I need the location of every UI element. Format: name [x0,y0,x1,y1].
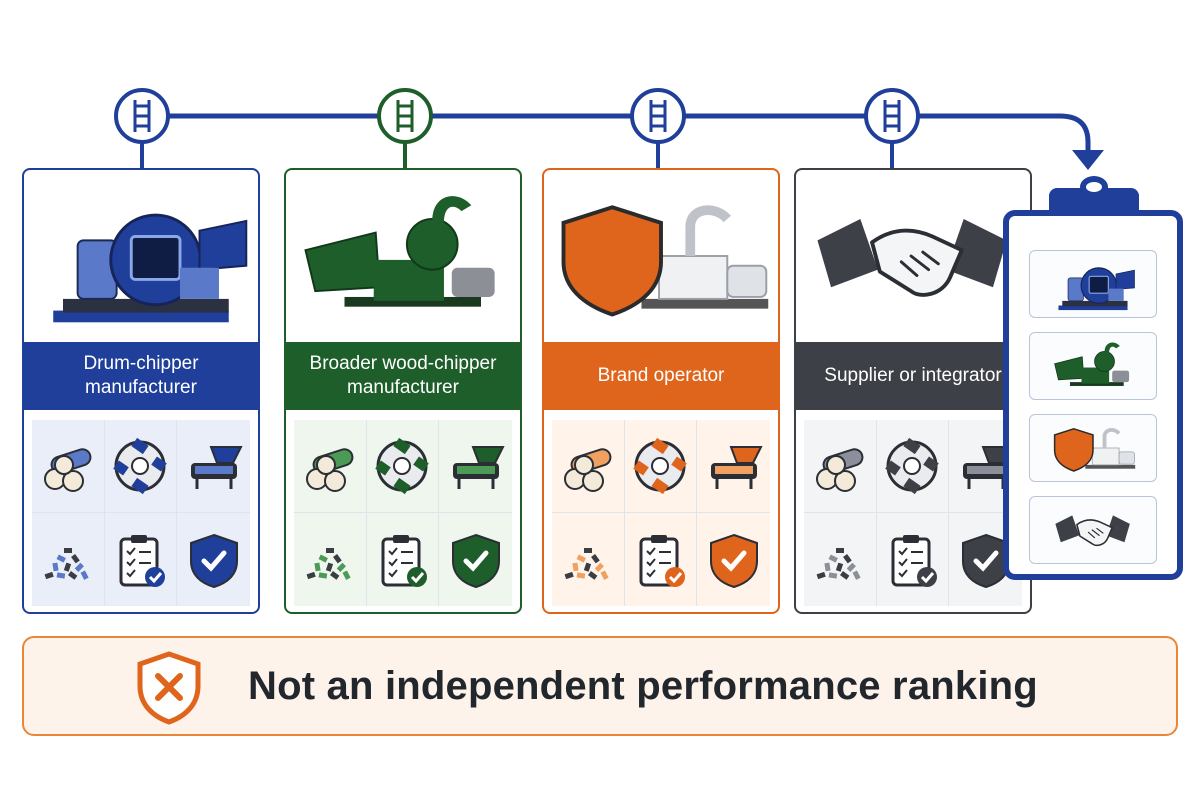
handshake-icon [796,170,1030,342]
shield-check-icon [949,513,1022,606]
chipper-blade-disc-icon [624,420,698,513]
card-label: Brand operator [544,342,778,410]
disclaimer-text: Not an independent performance ranking [248,663,1038,708]
wood-chips-pile-icon [804,513,877,606]
role-card-green: Broader wood-chipper manufacturer [284,168,522,614]
clipboard-item-shield-machine-icon [1029,414,1157,482]
logs-icon [552,420,625,513]
checklist-clipboard-icon [105,513,178,606]
card-icon-grid [804,420,1022,606]
ladder-icon [114,88,170,144]
card-icon-grid [32,420,250,606]
wood-chips-pile-icon [32,513,105,606]
summary-clipboard [1003,210,1183,580]
clipboard-item-drum-chipper-machine-icon [1029,250,1157,318]
shield-check-icon [177,513,250,606]
card-icon-grid [294,420,512,606]
ladder-icon [377,88,433,144]
disclaimer-banner: Not an independent performance ranking [22,636,1178,736]
chipper-blade-disc-icon [876,420,950,513]
logs-icon [32,420,105,513]
connector-line [142,113,1091,152]
clipboard-ring [1080,176,1108,198]
logs-icon [804,420,877,513]
checklist-clipboard-icon [877,513,950,606]
card-label: Supplier or integrator [796,342,1030,410]
arrow-head-icon [1072,150,1104,170]
role-card-orange: Brand operator [542,168,780,614]
role-card-gray: Supplier or integrator [794,168,1032,614]
feed-hopper-icon [439,420,512,513]
card-label: Broader wood-chipper manufacturer [286,342,520,410]
chipper-blade-disc-icon [366,420,440,513]
drum-chipper-machine-icon [24,170,258,342]
checklist-clipboard-icon [625,513,698,606]
ladder-icon [864,88,920,144]
wood-chips-pile-icon [294,513,367,606]
shield-check-icon [697,513,770,606]
logs-icon [294,420,367,513]
shield-check-icon [439,513,512,606]
shield-x-icon [137,651,201,725]
card-label: Drum-chipper manufacturer [24,342,258,410]
card-icon-grid [552,420,770,606]
feed-hopper-icon [177,420,250,513]
clipboard-item-wood-chipper-machine-icon [1029,332,1157,400]
shield-machine-icon [544,170,778,342]
checklist-clipboard-icon [367,513,440,606]
feed-hopper-icon [697,420,770,513]
wood-chips-pile-icon [552,513,625,606]
clipboard-item-handshake-icon [1029,496,1157,564]
wood-chipper-machine-icon [286,170,520,342]
ladder-icon [630,88,686,144]
chipper-blade-disc-icon [104,420,178,513]
role-card-blue: Drum-chipper manufacturer [22,168,260,614]
